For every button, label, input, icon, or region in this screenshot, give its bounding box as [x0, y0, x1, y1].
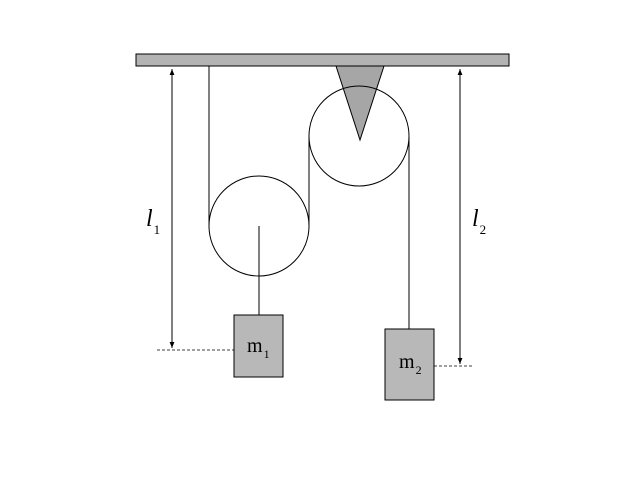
- label-m1-main: m: [247, 335, 263, 357]
- ceiling: [135, 53, 510, 67]
- mass-m1: [233, 314, 284, 378]
- pulley-bracket: [335, 65, 385, 142]
- label-m2-sub: 2: [416, 363, 422, 377]
- label-l1-sub: 1: [154, 222, 161, 237]
- mass-m2: [384, 328, 435, 401]
- label-l1-main: l: [146, 206, 153, 232]
- label-l1: l1: [146, 206, 160, 237]
- label-m1: m1: [247, 335, 270, 361]
- label-l2-main: l: [472, 206, 479, 232]
- label-l2: l2: [472, 206, 486, 237]
- label-m1-sub: 1: [264, 347, 270, 361]
- label-m2: m2: [399, 351, 422, 377]
- label-m2-main: m: [399, 351, 415, 373]
- label-l2-sub: 2: [480, 222, 487, 237]
